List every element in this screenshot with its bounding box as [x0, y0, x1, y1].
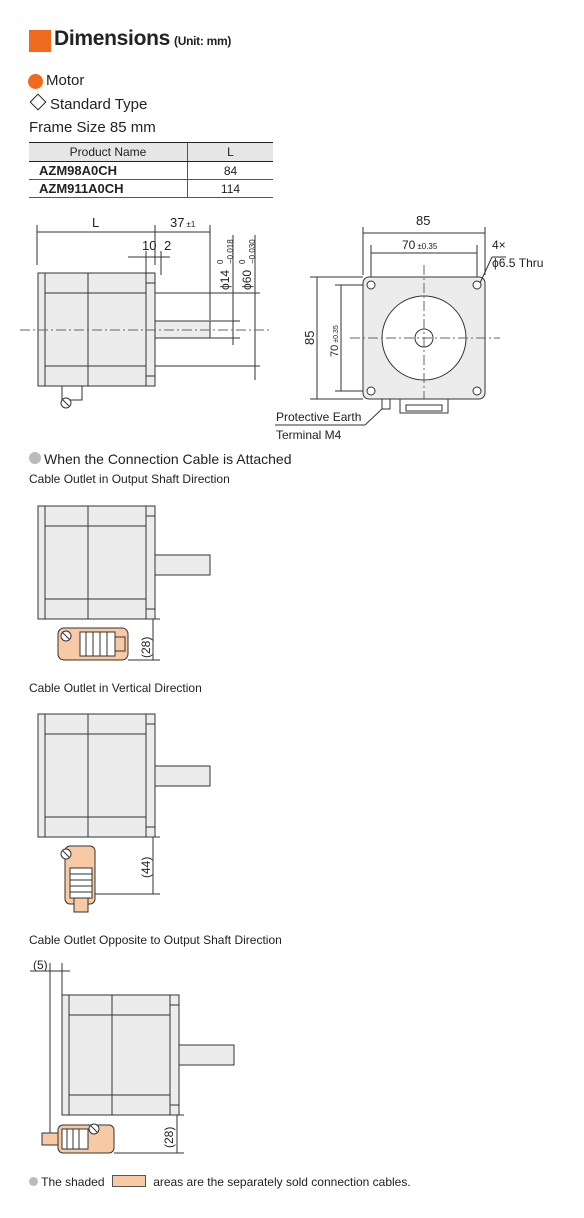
cable-section-bullet-icon [29, 452, 41, 464]
unit-note: (Unit: mm) [174, 34, 232, 48]
earth-label-2: Terminal M4 [276, 428, 342, 442]
type-label: Standard Type [29, 93, 147, 113]
footnote: The shaded areas are the separately sold… [29, 1175, 411, 1189]
motor-front-view-drawing: 85 70±0.35 4× ϕ6.5 Thru 85 70±0.35 Prote… [275, 213, 543, 442]
dim-70-top: 70±0.35 [402, 238, 438, 252]
header-accent-square [29, 30, 51, 52]
hole-count: 4× [492, 238, 506, 252]
product-table: Product Name L AZM98A0CH 84 AZM911A0CH 1… [29, 142, 273, 198]
cable-dim-2: (44) [139, 857, 153, 878]
dim-85-top: 85 [416, 213, 430, 228]
earth-label-1: Protective Earth [276, 410, 361, 424]
table-row: AZM98A0CH 84 [29, 161, 273, 180]
hole-spec: ϕ6.5 Thru [492, 256, 543, 270]
table-cell-name: AZM911A0CH [29, 179, 188, 198]
phi14-tol-lo: −0.018 [226, 239, 235, 264]
frame-size-label: Frame Size 85 mm [29, 119, 156, 136]
dim-85-left: 85 [302, 331, 317, 345]
cable-view-opposite-direction: (5) (28) [30, 958, 235, 1154]
phi60-tol-hi: 0 [238, 259, 247, 264]
cable-view-vertical-direction: (44) [37, 713, 211, 913]
cable-section-title: When the Connection Cable is Attached [44, 451, 292, 467]
cable-view-output-shaft-direction: (28) [37, 505, 211, 661]
table-cell-l: 114 [187, 179, 273, 198]
dim-phi14: ϕ14 [218, 270, 232, 290]
cable-caption-3: Cable Outlet Opposite to Output Shaft Di… [29, 933, 282, 947]
dim-2: 2 [164, 238, 171, 253]
footnote-bullet-icon [29, 1177, 38, 1186]
cable-caption-1: Cable Outlet in Output Shaft Direction [29, 472, 230, 486]
dim-10: 10 [142, 238, 156, 253]
section-title: Motor [46, 72, 85, 89]
dim-l: L [92, 215, 99, 230]
table-header-l: L [187, 142, 273, 162]
phi60-tol-lo: −0.030 [248, 239, 257, 264]
table-cell-l: 84 [187, 161, 273, 180]
dim-phi60: ϕ60 [240, 270, 254, 290]
cable-caption-2: Cable Outlet in Vertical Direction [29, 681, 202, 695]
cable-dim-1: (28) [139, 637, 153, 658]
cable-dim-3: (28) [162, 1127, 176, 1148]
cable-shading-swatch [111, 1175, 146, 1187]
page-title: Dimensions(Unit: mm) [54, 27, 232, 50]
dim-70-left: 70±0.35 [329, 325, 341, 357]
motor-side-view-drawing: L 37±1 10 2 ϕ14 0 −0.018 ϕ60 0 −0.030 [20, 215, 270, 409]
cable-dim-3-top: (5) [33, 958, 48, 972]
table-cell-name: AZM98A0CH [29, 161, 188, 180]
phi14-tol-hi: 0 [216, 259, 225, 264]
table-header-product: Product Name [29, 142, 188, 162]
table-row: AZM911A0CH 114 [29, 179, 273, 198]
section-bullet-icon [28, 74, 43, 89]
dim-37: 37±1 [170, 215, 196, 230]
diamond-icon [29, 93, 47, 111]
